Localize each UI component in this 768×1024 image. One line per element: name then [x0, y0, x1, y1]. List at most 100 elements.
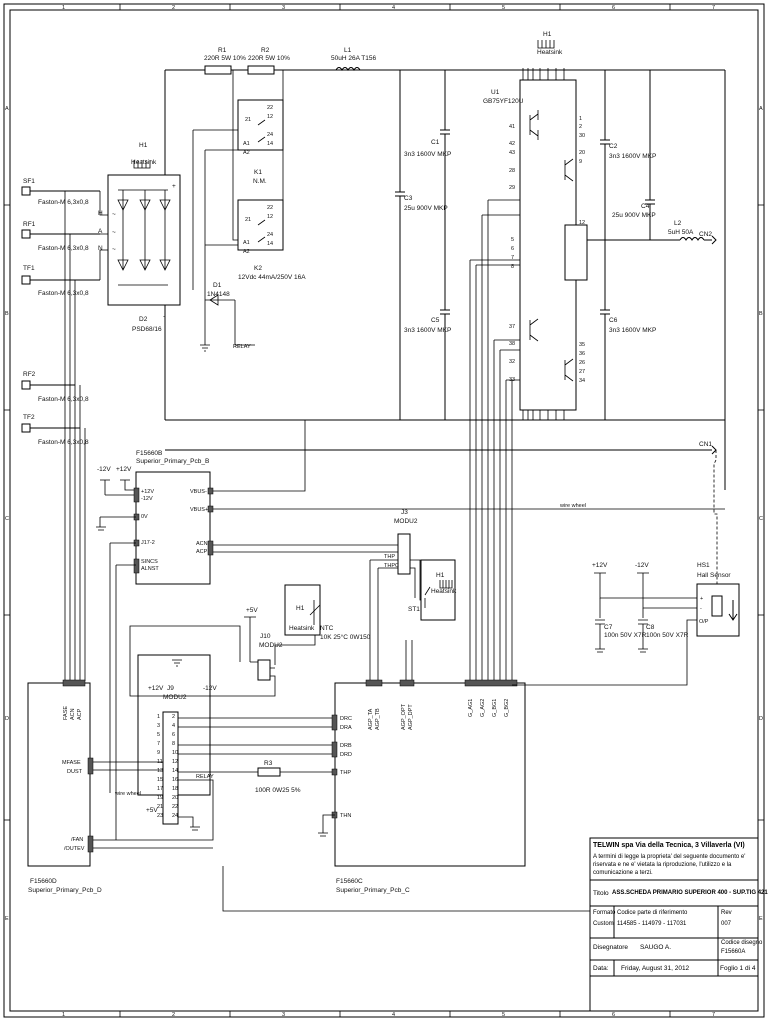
- code-label: Codice disegno: [721, 940, 763, 946]
- k2-pin-a1: A1: [243, 240, 250, 246]
- bridge-pin-h: H: [98, 210, 103, 217]
- u1-pin-43: 43: [509, 150, 515, 156]
- resistor-r3: [257, 767, 281, 777]
- igbt-upper-left: [529, 110, 539, 140]
- r3-value: 100R 0W25 5%: [255, 787, 301, 794]
- row-label-c: C: [5, 516, 9, 522]
- faston-tf1: TF1 Faston-M 6,3x0,8: [21, 265, 100, 297]
- row-label-c-right: C: [759, 516, 763, 522]
- j9-pin-9: 9: [157, 750, 160, 756]
- igbt-module-u1: U1 GB75YF120U 41 42 43 28 29 5 6 7 8 37 …: [483, 68, 680, 420]
- u1-pin-2: 2: [579, 124, 582, 130]
- date-value: Friday, August 31, 2012: [621, 965, 690, 972]
- format-label: Formato: [593, 910, 616, 916]
- relay-k1: 22 21 24 A1 A2 14 12 K1 N.M.: [237, 99, 284, 185]
- row-label-d: D: [5, 716, 9, 722]
- col-label-3-bottom: 3: [282, 1012, 285, 1018]
- u1-pin-35: 35: [579, 342, 585, 348]
- j9-wire-wheel-label: wire wheel: [114, 791, 141, 797]
- sheet-counter: Foglio 1 di 4: [720, 965, 755, 972]
- pcb-b-ref: F15660B: [136, 450, 162, 457]
- pcb-b-pin-n12: -12V: [141, 496, 153, 502]
- j10-value: MODU2: [259, 642, 283, 649]
- heatsink-h1-top: H1 Heatsink: [537, 31, 563, 56]
- u1-pin-27: 27: [579, 369, 585, 375]
- sf1-ref: SF1: [23, 178, 35, 185]
- rev-label: Rev: [721, 910, 732, 916]
- j9-pin-4: 4: [172, 723, 175, 729]
- row-label-e-right: E: [759, 916, 763, 922]
- hs1-pin-minus: -: [700, 606, 702, 612]
- l1-ref: L1: [344, 47, 352, 54]
- sheet-total: 4: [751, 965, 756, 972]
- u1-output-pins: [564, 224, 588, 281]
- c5-ref: C5: [431, 317, 440, 324]
- j9-supply-n12: -12V: [203, 685, 217, 692]
- k2-pin-a2: A2: [243, 249, 250, 255]
- col-label-3: 3: [282, 5, 285, 11]
- r1-ref: R1: [218, 47, 227, 54]
- row-label-e: E: [5, 916, 9, 922]
- ground-symbol-j9: [172, 659, 182, 667]
- pcb-c-pin-agp-tb: AGP_TB: [375, 708, 381, 730]
- tf2-value: Faston-M 6,3x0,8: [38, 439, 89, 446]
- title-value: ASS.SCHEDA PRIMARIO SUPERIOR 400 - SUP.T…: [612, 890, 768, 896]
- cn1-label: CN1: [699, 441, 712, 448]
- faston-connectors: SF1 Faston-M 6,3x0,8 RF1 Faston-M 6,3x0,…: [21, 178, 100, 681]
- u1-pin-42: 42: [509, 141, 515, 147]
- hs1-pin-op: O/P: [699, 619, 709, 625]
- j9-ref: J9: [167, 685, 174, 692]
- connector-j10: +5V J10 MODU2: [129, 607, 283, 697]
- border-markers: 1 2 3 4 5 6 7 1 2 3 4 5 6 7 A B C D E A …: [4, 4, 764, 1018]
- pcb-d-pin-outev: /OUTEV: [64, 846, 85, 852]
- resistor-r2: [247, 65, 275, 75]
- j9-pin-6: 6: [172, 732, 175, 738]
- format-value: Custom: [593, 921, 614, 927]
- h1-ntc-value: Heatsink: [289, 625, 315, 632]
- k1-pin-12: 12: [267, 114, 273, 120]
- j9-pin-19: 19: [157, 795, 163, 801]
- rf2-ref: RF2: [23, 371, 36, 378]
- k2-pin-12: 12: [267, 214, 273, 220]
- capacitor-c5: [440, 309, 450, 315]
- row-label-b: B: [5, 311, 9, 317]
- j9-pin-2: 2: [172, 714, 175, 720]
- r3-ref: R3: [264, 760, 273, 767]
- c4-value: 25u 900V MKP: [612, 212, 656, 219]
- u1-pin-38: 38: [509, 341, 515, 347]
- current-arrow-icon: [728, 600, 738, 621]
- u1-pin-41: 41: [509, 124, 515, 130]
- thermostat-st1: H1 Heatsink ST1: [408, 559, 457, 621]
- col-label-5-bottom: 5: [502, 1012, 505, 1018]
- rf1-ref: RF1: [23, 221, 36, 228]
- pcb-c-pin-agp-dpt: AGP_DPT: [408, 704, 414, 730]
- pcb-d-ref: F15660D: [30, 878, 57, 885]
- hs1-supply-p12: +12V: [592, 562, 608, 569]
- col-label-2-bottom: 2: [172, 1012, 175, 1018]
- col-label-1: 1: [62, 5, 65, 11]
- c1-ref: C1: [431, 139, 440, 146]
- igbt-lower-left: [529, 318, 539, 342]
- pcb-d-pin-acn: ACN: [70, 708, 76, 720]
- u1-pin-37: 37: [509, 324, 515, 330]
- u1-pin-36: 36: [579, 351, 585, 357]
- j9-pin-20: 20: [172, 795, 178, 801]
- j9-value: MODU2: [163, 694, 187, 701]
- date-label: Data:: [593, 965, 609, 972]
- u1-pin-20: 20: [579, 150, 585, 156]
- pcb-b-name: Superior_Primary_Pcb_B: [136, 458, 209, 465]
- st1-ref: ST1: [408, 606, 420, 613]
- col-label-7: 7: [712, 5, 715, 11]
- c5-value: 3n3 1600V MKP: [404, 327, 451, 334]
- pcb-b-pin-sincs: SINCS: [141, 559, 158, 565]
- u1-pin-1: 1: [579, 116, 582, 122]
- pcb-b-pin-j17: J17-2: [141, 540, 155, 546]
- l2-value: 5uH 50A: [668, 229, 694, 236]
- col-label-4-bottom: 4: [392, 1012, 395, 1018]
- u1-ref: U1: [491, 89, 500, 96]
- capacitor-bank-left: C1 3n3 1600V MKP C5 3n3 1600V MKP C3 25u…: [395, 70, 451, 420]
- pcb-c-pin-drd: DRD: [340, 752, 352, 758]
- j3-value: MODU2: [394, 518, 418, 525]
- heatsink-h1-bridge: H1 Heatsink: [131, 142, 157, 169]
